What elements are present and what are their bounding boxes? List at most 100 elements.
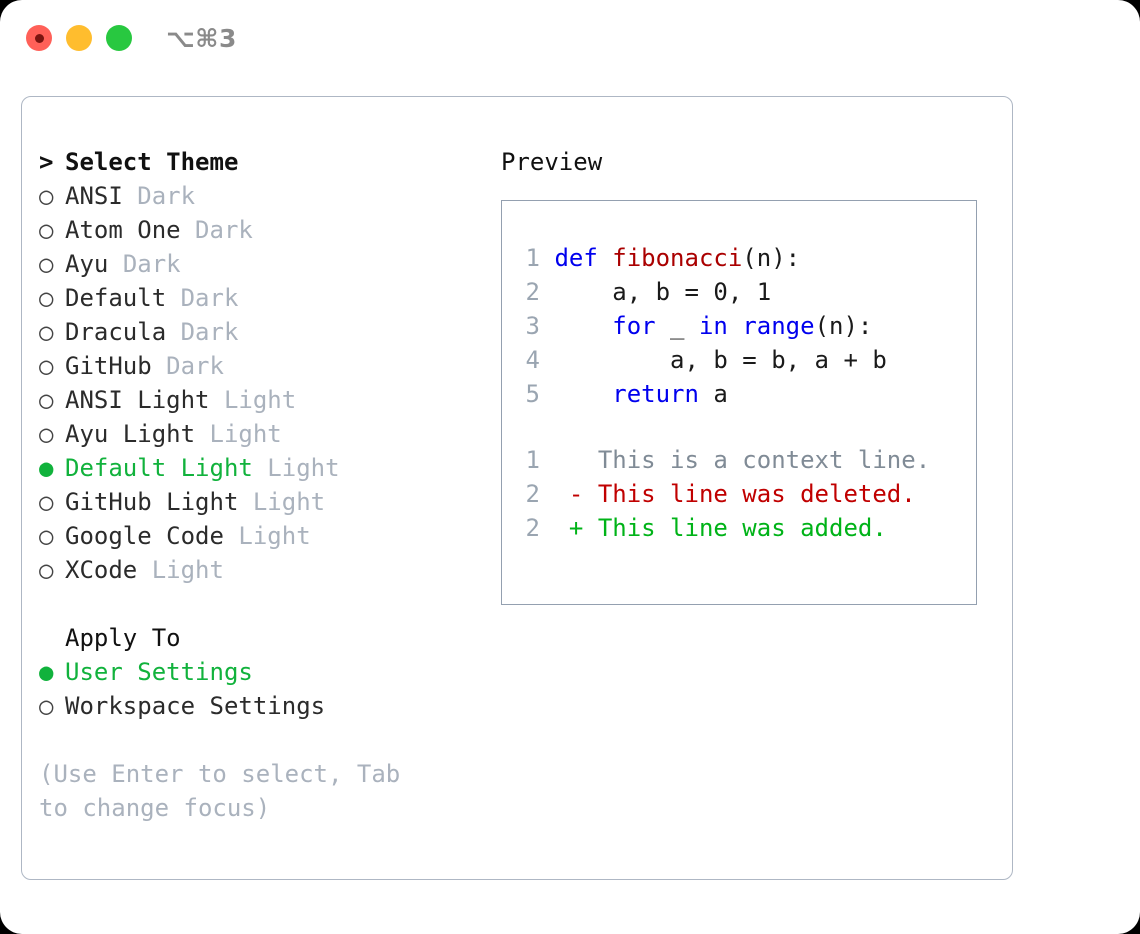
theme-option-ansi-dark[interactable]: ○ ANSI Dark <box>39 179 479 213</box>
theme-option-label: Dracula <box>65 318 167 346</box>
code-line: 1 def fibonacci(n): <box>510 241 970 275</box>
diff-text: This line was deleted. <box>597 480 916 508</box>
radio-empty-icon[interactable]: ○ <box>39 386 54 414</box>
theme-option-tag: Light <box>209 420 282 448</box>
code-token: range <box>742 312 815 340</box>
theme-option-xcode[interactable]: ○ XCode Light <box>39 553 479 587</box>
line-number: 4 <box>525 346 540 374</box>
radio-empty-icon[interactable]: ○ <box>39 318 54 346</box>
prompt-caret-icon: > <box>39 148 54 176</box>
theme-option-google-code[interactable]: ○Google Code Light <box>39 519 479 553</box>
hint-spacer <box>39 723 479 757</box>
line-number: 2 <box>525 278 540 306</box>
code-token: fibonacci <box>612 244 743 272</box>
theme-option-dracula-dark[interactable]: ○ Dracula Dark <box>39 315 479 349</box>
list-spacer <box>39 587 479 621</box>
theme-option-label: Ayu Light <box>65 420 196 448</box>
theme-option-label: GitHub Light <box>65 488 239 516</box>
close-button-icon[interactable] <box>26 25 52 51</box>
line-number: 5 <box>525 380 540 408</box>
code-token <box>554 380 612 408</box>
code-token: def <box>554 244 613 272</box>
radio-empty-icon[interactable]: ○ <box>39 284 54 312</box>
code-token <box>728 312 742 340</box>
theme-option-ayu-dark[interactable]: ○Ayu Dark <box>39 247 479 281</box>
keyboard-hint-text: (Use Enter to select, Tab to change focu… <box>39 760 415 822</box>
diff-sign: + <box>568 514 584 542</box>
radio-empty-icon[interactable]: ○ <box>39 692 54 720</box>
radio-selected-icon[interactable]: ● <box>39 454 54 482</box>
select-theme-header-label: Select Theme <box>65 148 239 176</box>
diff-text: This line was added. <box>597 514 887 542</box>
code-token: (n): <box>814 312 873 340</box>
theme-option-default-light[interactable]: ● Default Light Light <box>39 451 479 485</box>
preview-box: 1 def fibonacci(n): 2 a, b = 0, 1 3 for … <box>501 200 977 605</box>
theme-option-tag: Dark <box>180 318 239 346</box>
theme-option-label: XCode <box>65 556 138 584</box>
diff-text: This is a context line. <box>597 446 931 474</box>
theme-option-github-light[interactable]: ○ GitHub Light Light <box>39 485 479 519</box>
theme-option-label: Google Code <box>65 522 224 550</box>
line-number: 1 <box>525 446 540 474</box>
radio-empty-icon[interactable]: ○ <box>39 216 54 244</box>
maximize-button-icon[interactable] <box>106 25 132 51</box>
theme-option-tag: Dark <box>195 216 253 244</box>
theme-option-tag: Dark <box>137 182 196 210</box>
diff-separator <box>510 411 970 443</box>
select-theme-header: > Select Theme <box>39 145 479 179</box>
theme-option-tag: Light <box>151 556 224 584</box>
code-token: _ <box>655 312 699 340</box>
code-token: a <box>698 380 728 408</box>
code-token: for <box>612 312 656 340</box>
code-line: 2 a, b = 0, 1 <box>510 275 970 309</box>
theme-option-atom-one-dark[interactable]: ○Atom One Dark <box>39 213 479 247</box>
theme-option-tag: Light <box>252 488 326 516</box>
diff-line-context: 1 This is a context line. <box>510 443 970 477</box>
diff-sign <box>569 446 583 474</box>
radio-empty-icon[interactable]: ○ <box>39 420 54 448</box>
theme-option-default-dark[interactable]: ○Default Dark <box>39 281 479 315</box>
apply-to-user-settings[interactable]: ● User Settings <box>39 655 479 689</box>
code-line: 5 return a <box>510 377 970 411</box>
theme-option-tag: Light <box>223 386 297 414</box>
window-controls <box>26 25 132 51</box>
theme-picker-column: >Select Theme ○ANSI Dark ○Atom One Dark … <box>39 145 479 825</box>
theme-option-tag: Light <box>267 454 340 482</box>
radio-empty-icon[interactable]: ○ <box>39 522 54 550</box>
code-token: a, b = 0, 1 <box>554 278 772 306</box>
code-token: return <box>612 380 699 408</box>
minimize-button-icon[interactable] <box>66 25 92 51</box>
radio-selected-icon[interactable]: ● <box>39 658 54 686</box>
code-token: a, b = b, a + b <box>554 346 887 374</box>
line-number: 2 <box>525 480 540 508</box>
main-panel: >Select Theme ○ANSI Dark ○Atom One Dark … <box>21 96 1013 880</box>
radio-empty-icon[interactable]: ○ <box>39 556 54 584</box>
code-line: 4 a, b = b, a + b <box>510 343 970 377</box>
theme-option-label: Default Light <box>65 454 253 482</box>
theme-option-tag: Dark <box>180 284 239 312</box>
theme-option-ansi-light[interactable]: ○ANSI Light Light <box>39 383 479 417</box>
theme-option-github-dark[interactable]: ○GitHub Dark <box>39 349 479 383</box>
line-number: 1 <box>525 244 540 272</box>
preview-title: Preview <box>501 148 603 176</box>
radio-empty-icon[interactable]: ○ <box>39 250 54 278</box>
code-token: in <box>698 312 728 340</box>
theme-option-label: ANSI <box>65 182 123 210</box>
code-token: (n): <box>742 244 801 272</box>
radio-empty-icon[interactable]: ○ <box>39 182 54 210</box>
radio-empty-icon[interactable]: ○ <box>39 352 54 380</box>
apply-to-workspace-settings[interactable]: ○ Workspace Settings <box>39 689 479 723</box>
radio-empty-icon[interactable]: ○ <box>39 488 54 516</box>
record-dot-icon <box>34 33 44 43</box>
theme-option-tag: Dark <box>166 352 224 380</box>
line-number: 3 <box>525 312 540 340</box>
apply-to-label: User Settings <box>65 658 253 686</box>
apply-to-title: Apply To <box>65 624 181 652</box>
code-sample: 1 def fibonacci(n): 2 a, b = 0, 1 3 for … <box>510 241 970 545</box>
theme-option-ayu-light[interactable]: ○ Ayu Light Light <box>39 417 479 451</box>
apply-to-label: Workspace Settings <box>65 692 326 720</box>
theme-option-tag: Dark <box>122 250 181 278</box>
code-line: 3 for _ in range(n): <box>510 309 970 343</box>
diff-sign: - <box>568 480 584 508</box>
